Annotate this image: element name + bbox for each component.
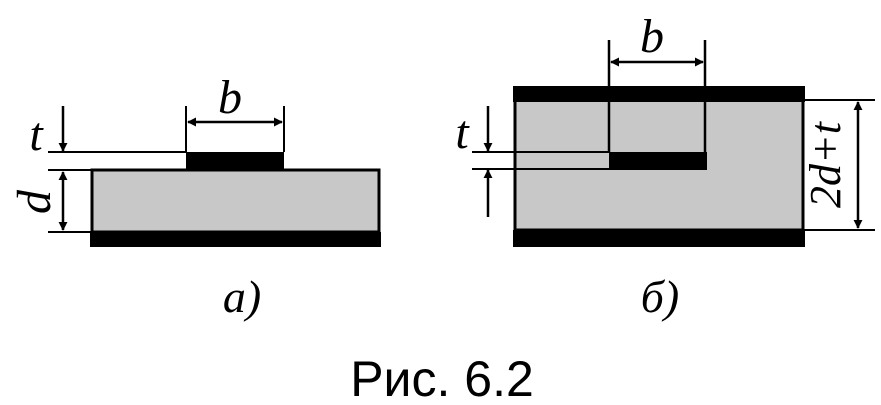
panel-b-stripline: b t 2d+t б) <box>455 10 875 322</box>
panel-a-ground-plane <box>90 232 381 247</box>
panel-a-microstrip: b t d а) <box>8 71 381 322</box>
panel-a-b-label: b <box>218 71 242 124</box>
panel-b-label: б) <box>641 271 679 322</box>
panel-b-total-label: 2d+t <box>801 120 850 208</box>
panel-b-top-ground-plane <box>513 86 805 102</box>
panel-a-d-label: d <box>8 189 61 214</box>
panel-a-substrate <box>90 168 381 234</box>
panel-a-strip-conductor <box>186 152 284 169</box>
panel-b-strip-conductor <box>609 152 707 170</box>
panel-b-b-label: b <box>640 10 664 63</box>
figure-caption: Рис. 6.2 <box>350 351 534 405</box>
panel-a-t-label: t <box>29 108 44 161</box>
panel-b-t-label: t <box>455 106 470 159</box>
panel-a-label: а) <box>223 271 261 322</box>
panel-b-bottom-ground-plane <box>513 230 805 247</box>
